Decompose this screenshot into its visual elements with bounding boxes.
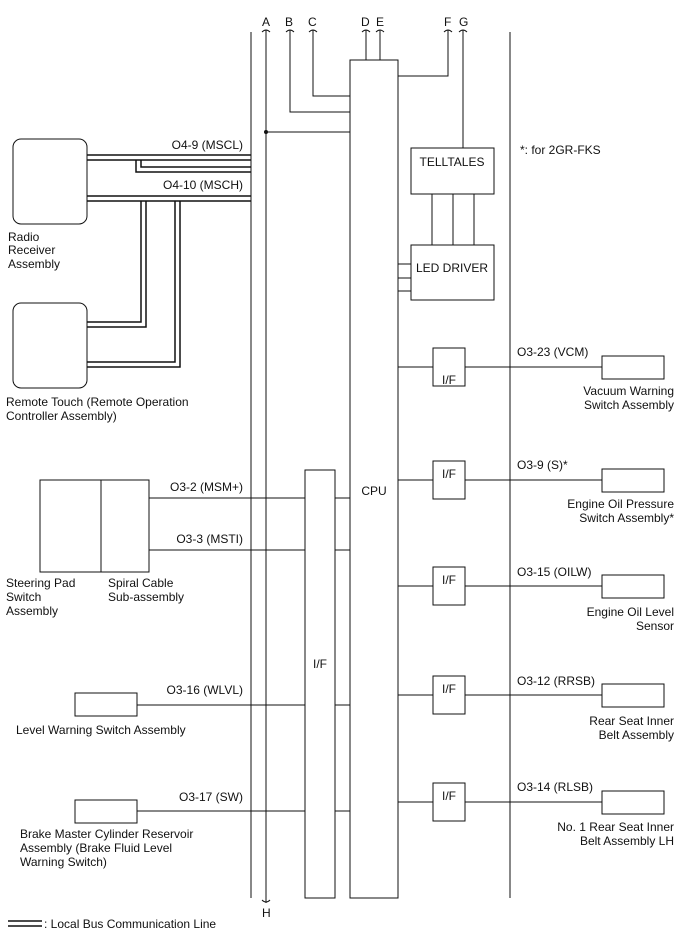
- remote-touch-box: [12, 302, 88, 389]
- if-main-label: I/F: [313, 657, 327, 671]
- spiral-cable-label-1: Spiral Cable: [108, 576, 174, 590]
- bus-mscl-remote: [87, 160, 251, 328]
- signal-label-msm: O3-2 (MSM+): [170, 480, 243, 494]
- brake-master-label-3: Warning Switch): [20, 855, 107, 869]
- steering-pad-label-1: Steering Pad: [6, 576, 75, 590]
- brake-master-label-1: Brake Master Cylinder Reservoir: [20, 827, 193, 841]
- brake-master-label-2: Assembly (Brake Fluid Level: [20, 841, 172, 855]
- if-label-oilw: I/F: [442, 573, 456, 587]
- signal-label-rrsb: O3-12 (RRSB): [517, 674, 595, 688]
- radio-receiver-box: [12, 138, 88, 225]
- steering-pad-label-3: Assembly: [6, 604, 58, 618]
- radio-receiver-label-2: Receiver: [8, 243, 55, 257]
- rear-inner-belt-box: [601, 683, 665, 708]
- signal-label-msti: O3-3 (MSTI): [176, 532, 243, 546]
- if-label-rrsb: I/F: [442, 682, 456, 696]
- remote-touch-label-1: Remote Touch (Remote Operation: [6, 395, 189, 409]
- legend-symbol: [8, 920, 42, 927]
- cpu-label: CPU: [361, 484, 386, 498]
- signal-label-rlsb: O3-14 (RLSB): [517, 780, 593, 794]
- rear-inner-label-2: Belt Assembly: [599, 728, 674, 742]
- column-line-c: [312, 30, 350, 97]
- signal-label-wlvl: O3-16 (WLVL): [167, 683, 243, 697]
- column-label-c: C: [308, 15, 317, 29]
- bus-msch-remote: [87, 201, 181, 368]
- oil-pressure-label-1: Engine Oil Pressure: [567, 497, 674, 511]
- rear-inner-belt-lh-box: [601, 790, 665, 815]
- junction-dot: [264, 130, 268, 134]
- brake-fluid-switch-box: [74, 799, 138, 824]
- column-label-g: G: [459, 15, 468, 29]
- oil-pressure-switch-box: [601, 468, 665, 493]
- level-warning-label: Level Warning Switch Assembly: [16, 723, 186, 737]
- line-break-marks: [261, 29, 468, 903]
- steering-pad-label-2: Switch: [6, 590, 41, 604]
- if-label-s: I/F: [442, 467, 456, 481]
- oil-pressure-label-2: Switch Assembly*: [579, 511, 674, 525]
- radio-receiver-label-3: Assembly: [8, 257, 60, 271]
- vacuum-label-2: Switch Assembly: [584, 398, 674, 412]
- legend-label: : Local Bus Communication Line: [44, 917, 216, 931]
- level-warning-switch-box: [74, 692, 138, 717]
- bus-msch: [87, 195, 251, 202]
- telltales-label: TELLTALES: [420, 155, 485, 169]
- spiral-cable-label-2: Sub-assembly: [108, 590, 184, 604]
- signal-label-msch: O4-10 (MSCH): [163, 178, 243, 192]
- footnote: *: for 2GR-FKS: [520, 143, 601, 157]
- vacuum-label-1: Vacuum Warning: [583, 384, 674, 398]
- radio-receiver-label-1: Radio: [8, 230, 40, 244]
- column-label-d: D: [361, 15, 370, 29]
- rear-inner-label-1: Rear Seat Inner: [589, 714, 674, 728]
- column-line-b: [289, 30, 350, 113]
- oil-level-label-2: Sensor: [636, 619, 674, 633]
- vacuum-switch-box: [601, 355, 665, 380]
- column-label-e: E: [376, 15, 384, 29]
- cpu-block: [349, 59, 399, 899]
- led-driver-label: LED DRIVER: [416, 261, 488, 275]
- column-label-f: F: [444, 15, 451, 29]
- column-label-b: B: [285, 15, 293, 29]
- signal-label-oilw: O3-15 (OILW): [517, 565, 591, 579]
- column-label-h: H: [262, 906, 271, 920]
- signal-label-mscl: O4-9 (MSCL): [172, 138, 243, 152]
- if-main-block: [304, 469, 336, 899]
- oil-level-sensor-box: [601, 574, 665, 599]
- if-label-vcm: I/F: [442, 373, 456, 387]
- bus-mscl: [87, 154, 251, 161]
- rear-inner-lh-label-1: No. 1 Rear Seat Inner: [557, 820, 674, 834]
- if-label-rlsb: I/F: [442, 789, 456, 803]
- column-label-a: A: [262, 15, 270, 29]
- rear-inner-lh-label-2: Belt Assembly LH: [580, 834, 674, 848]
- signal-label-s: O3-9 (S)*: [517, 458, 568, 472]
- signal-label-vcm: O3-23 (VCM): [517, 345, 588, 359]
- signal-label-sw: O3-17 (SW): [179, 790, 243, 804]
- steering-switch-box: [39, 479, 150, 573]
- oil-level-label-1: Engine Oil Level: [587, 605, 674, 619]
- remote-touch-label-2: Controller Assembly): [6, 409, 117, 423]
- column-line-f: [398, 30, 449, 77]
